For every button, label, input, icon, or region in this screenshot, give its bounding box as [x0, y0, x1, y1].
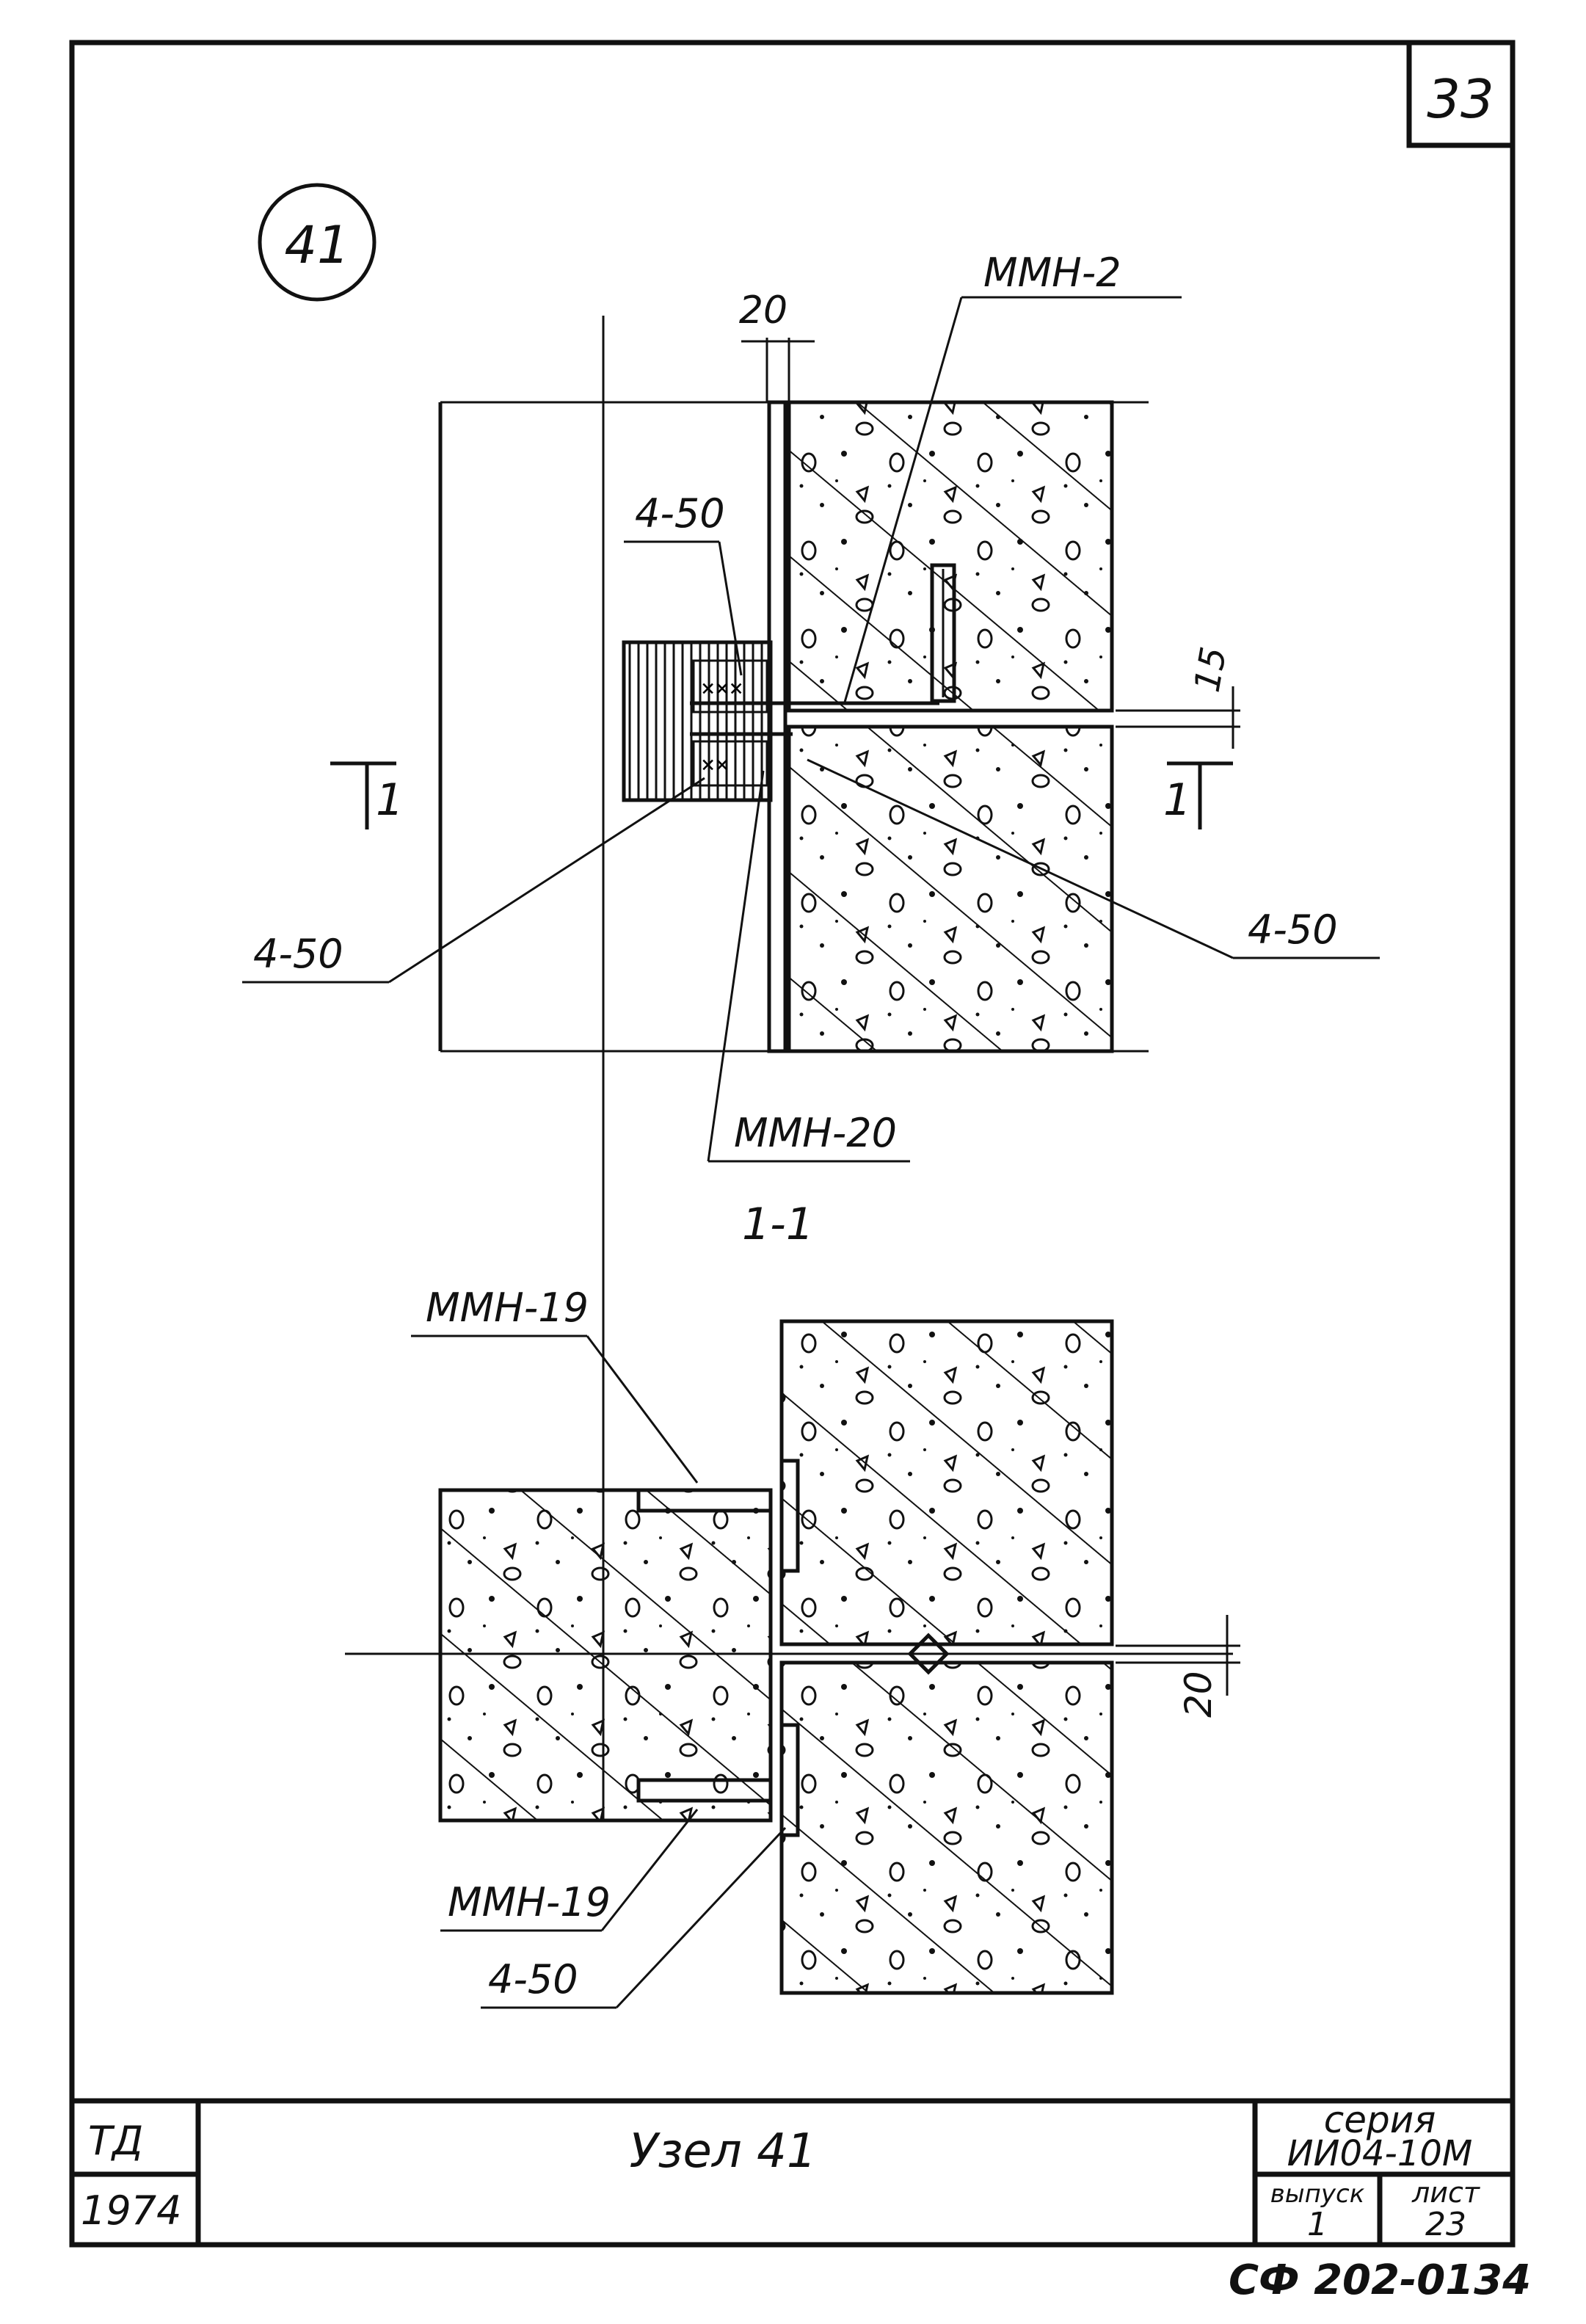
dim-15: 15 [1187, 644, 1235, 695]
issue-label: выпуск [1270, 2179, 1365, 2209]
svg-text:××: ×× [701, 750, 730, 778]
section-title: 1-1 [742, 1199, 814, 1250]
label-4-50-right: 4-50 [1248, 907, 1338, 953]
embedded-anchor [930, 563, 956, 703]
label-mmn-19-top: ММН-19 [426, 1285, 589, 1331]
document-code: СФ 202-0134 [1229, 2256, 1531, 2304]
svg-text:×××: ××× [701, 674, 743, 702]
svg-text:1: 1 [1163, 774, 1191, 826]
node-number-circle [258, 183, 377, 302]
section-mark-right: 1 [1163, 761, 1233, 829]
node-number: 41 [284, 215, 349, 275]
page-number: 33 [1427, 68, 1494, 130]
label-4-50-left: 4-50 [253, 931, 343, 977]
issue-value: 1 [1307, 2206, 1328, 2243]
td-label: ТД [88, 2118, 143, 2164]
series-value: ИИ04-10М [1287, 2133, 1473, 2174]
sheet-value: 23 [1425, 2206, 1466, 2243]
label-4-50-top: 4-50 [635, 490, 725, 537]
label-mmn-2: ММН-2 [983, 250, 1121, 296]
series-label: серия [1324, 2099, 1436, 2141]
label-mmn-19-bottom: ММН-19 [448, 1879, 611, 1925]
label-4-50-bottom: 4-50 [488, 1956, 578, 2002]
sheet-label: лист [1411, 2176, 1481, 2209]
year: 1974 [81, 2187, 181, 2234]
dim-20-top: 20 [739, 288, 787, 333]
drawing-title: Узел 41 [629, 2124, 816, 2179]
wooden-insert [624, 642, 771, 800]
label-mmn-20: ММН-20 [734, 1110, 897, 1156]
dim-20-bottom: 20 [1177, 1671, 1220, 1718]
section-mark-left: 1 [330, 761, 404, 829]
svg-text:1: 1 [376, 774, 404, 826]
page-number-box [1406, 40, 1516, 148]
sheet-frame [69, 40, 1516, 2248]
